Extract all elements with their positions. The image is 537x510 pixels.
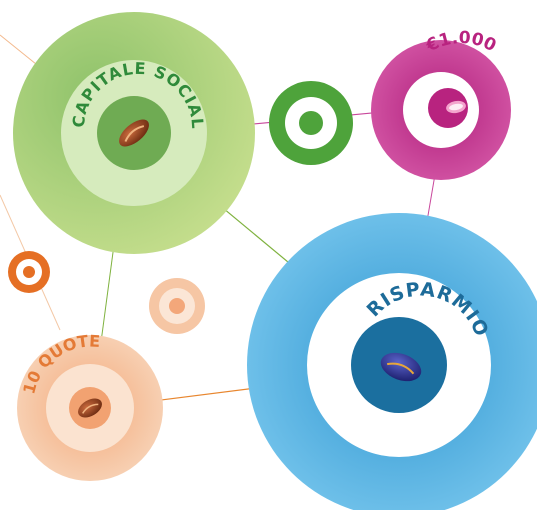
euro-amount-node[interactable]: €1.000 (371, 28, 511, 180)
quote-node[interactable]: 10 QUOTE (17, 331, 163, 481)
blue-bean-icon (380, 352, 422, 382)
capitale-sociale-node[interactable]: CAPITALE SOCIALE (0, 0, 255, 254)
coffee-bean-icon (78, 398, 102, 418)
small-peach-node[interactable] (149, 278, 205, 334)
small-green-node[interactable] (269, 81, 353, 165)
pink-bean-icon (446, 100, 466, 114)
small-orange-node[interactable] (8, 251, 50, 293)
coffee-bean-icon (119, 119, 149, 147)
risparmio-node[interactable]: RISPARMIO (247, 213, 537, 510)
